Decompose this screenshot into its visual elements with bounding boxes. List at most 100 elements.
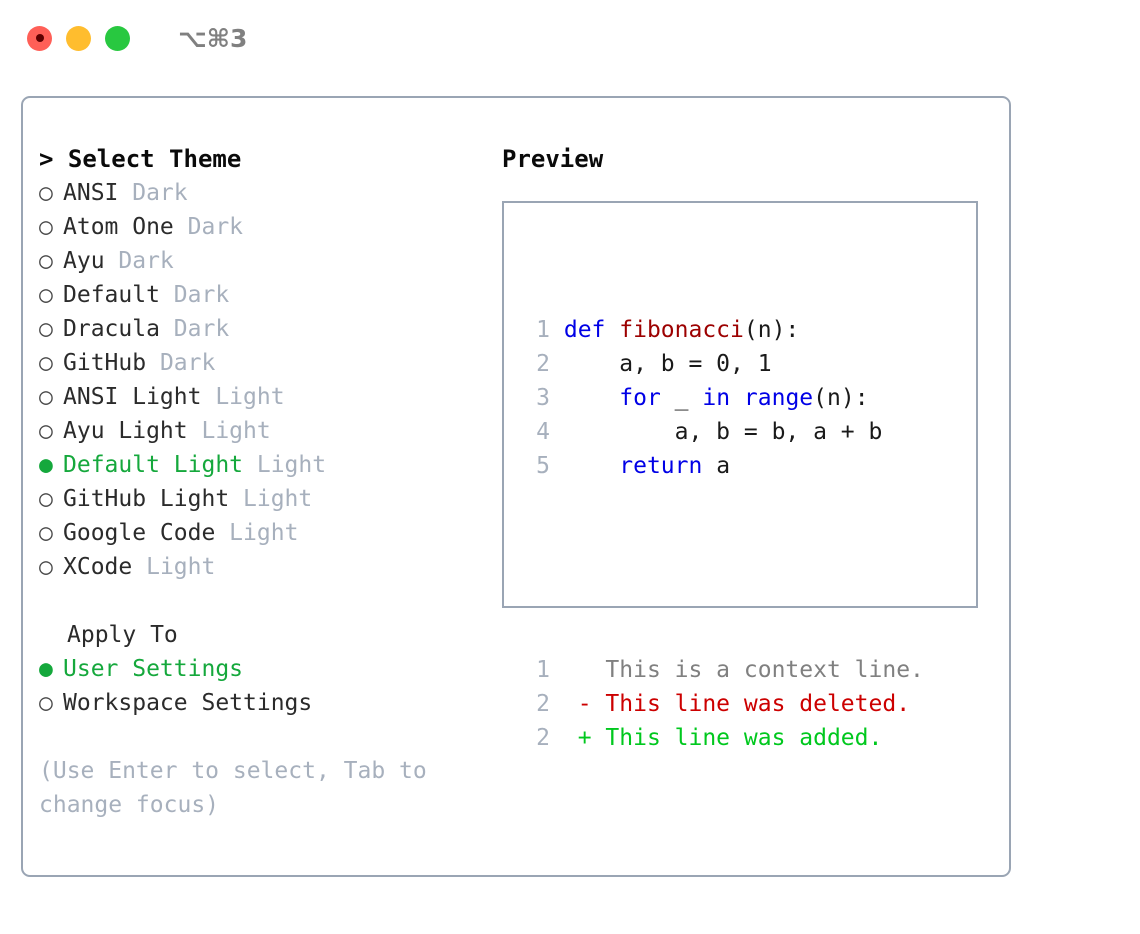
radio-unselected-icon: ○ [39,248,53,274]
theme-list-item[interactable]: ● Default Light Light [39,448,479,482]
theme-list-item[interactable]: ○ ANSI Dark [39,176,479,210]
theme-variant-badge: Dark [104,248,174,274]
code-token: for [619,385,661,411]
line-number: 1 [536,657,550,683]
radio-unselected-icon: ○ [39,282,53,308]
radio-unselected-icon: ○ [39,690,53,716]
theme-selector-panel: > Select Theme ○ANSI Dark○Atom One Dark○… [21,96,1011,877]
theme-list-item[interactable]: ○ Default Dark [39,278,479,312]
code-token: (n): [743,317,800,343]
code-token: fibonacci [619,317,744,343]
theme-variant-badge: Dark [159,282,230,308]
apply-to-item[interactable]: ○ Workspace Settings [39,686,479,720]
theme-list[interactable]: ○ ANSI Dark ○ Atom One Dark ○ Ayu Dark ○ Defaul… [39,176,479,584]
gutter-space [550,657,564,683]
theme-variant-badge: Dark [159,316,230,342]
theme-list-item[interactable]: ○ANSI Light Light [39,380,479,414]
theme-list-item[interactable]: ○ Ayu Dark [39,244,479,278]
apply-to-item[interactable]: ● User Settings [39,652,479,686]
theme-name: XCode [63,554,133,580]
apply-to-label: User Settings [63,656,244,682]
maximize-button[interactable] [105,25,130,51]
gutter-space [550,725,564,751]
radio-unselected-icon: ○ [39,384,53,410]
theme-name: Google Code [63,520,216,546]
keyboard-hint: (Use Enter to select, Tab to change focu… [39,758,427,818]
code-token: a, b = b, a + b [563,419,883,445]
radio-unselected-icon: ○ [39,418,53,444]
theme-list-item[interactable]: ○ Dracula Dark [39,312,479,346]
window-title: ⌥⌘3 [178,23,248,53]
theme-variant-badge: Light [215,520,299,546]
code-line: 1 def fibonacci(n): [522,313,924,347]
code-line: 4 a, b = b, a + b [522,415,924,449]
theme-variant-badge: Light [243,452,327,478]
code-token [730,385,744,411]
code-token [564,385,619,411]
theme-name: Default [63,282,160,308]
theme-variant-badge: Dark [118,180,188,206]
line-number: 2 [536,351,550,377]
theme-variant-badge: Light [187,418,271,444]
section-spacer [39,584,479,618]
apply-to-header: Apply To [67,622,178,648]
code-line: 5 return a [522,449,924,483]
theme-list-item[interactable]: ○ XCode Light [39,550,479,584]
gutter-space [550,419,564,445]
minimize-button[interactable] [66,25,91,51]
gutter-space [550,453,564,479]
radio-unselected-icon: ○ [39,350,53,376]
theme-name: Default Light [63,452,244,478]
apply-to-label: Workspace Settings [63,690,313,716]
theme-list-column: > Select Theme ○ANSI Dark○Atom One Dark○… [39,142,479,822]
theme-list-item[interactable]: ○Ayu Light Light [39,414,479,448]
line-number: 4 [536,419,550,445]
code-line: 3 for _ in range(n): [522,381,924,415]
line-number: 5 [536,453,550,479]
theme-name: ANSI [63,180,119,206]
theme-variant-badge: Light [132,554,216,580]
gutter-space [550,351,564,377]
window-titlebar: ⌥⌘3 [0,0,1140,76]
code-token [564,453,619,479]
radio-selected-icon: ● [39,452,53,478]
theme-name: Dracula [63,316,160,342]
radio-unselected-icon: ○ [39,316,53,342]
theme-list-item[interactable]: ○GitHub Dark [39,346,479,380]
preview-column: Preview 1 def fibonacci(n):2 a, b = 0, 1… [502,142,992,751]
code-token: a [702,453,731,479]
code-diff-spacer [522,551,924,585]
code-token: a, b = 0, 1 [563,351,772,377]
theme-list-item[interactable]: ○GitHub Light Light [39,482,479,516]
apply-to-list[interactable]: ● User Settings ○ Workspace Settings [39,652,479,720]
radio-unselected-icon: ○ [39,214,53,240]
code-token: (n): [813,385,869,411]
gutter-space [550,385,564,411]
code-token: + This line was added. [563,725,883,751]
radio-unselected-icon: ○ [39,486,53,512]
code-token: in [702,385,731,411]
theme-name: Atom One [63,214,174,240]
theme-list-item[interactable]: ○ Google Code Light [39,516,479,550]
code-token: return [619,453,703,479]
line-number: 1 [536,317,550,343]
diff-line: 2 + This line was added. [522,721,924,755]
line-number: 3 [536,385,550,411]
radio-unselected-icon: ○ [39,180,53,206]
radio-unselected-icon: ○ [39,520,53,546]
code-token: def [563,317,620,343]
preview-header: Preview [502,145,604,173]
radio-selected-icon: ● [39,656,53,682]
theme-list-item[interactable]: ○ Atom One Dark [39,210,479,244]
theme-name: ANSI Light [63,384,202,410]
code-line: 2 a, b = 0, 1 [522,347,924,381]
diff-line: 2 - This line was deleted. [522,687,924,721]
radio-unselected-icon: ○ [39,554,53,580]
close-button[interactable] [27,25,52,51]
theme-name: Ayu [63,248,105,274]
theme-variant-badge: Dark [173,214,244,240]
code-token: range [743,385,814,411]
